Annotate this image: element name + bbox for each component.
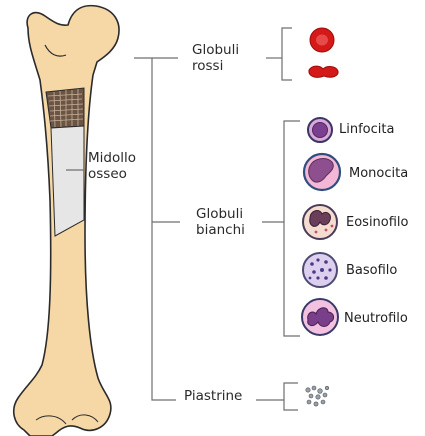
white-bracket bbox=[284, 121, 300, 336]
neutrophil-cell bbox=[302, 299, 338, 335]
femur-bone bbox=[14, 6, 119, 436]
white-cells-label: Globuli bianchi bbox=[196, 206, 245, 238]
red-cell-side-view bbox=[309, 66, 338, 77]
red-cells-label: Globuli rossi bbox=[192, 42, 239, 74]
main-bracket bbox=[134, 58, 176, 400]
platelets-cluster bbox=[306, 386, 329, 406]
marrow-cavity bbox=[51, 126, 84, 236]
lymphocyte-label: Linfocita bbox=[339, 122, 394, 138]
red-blood-cells bbox=[309, 28, 338, 77]
monocyte-label: Monocita bbox=[349, 166, 408, 182]
marrow-label-line2: osseo bbox=[88, 166, 136, 182]
red-cells-label-line1: Globuli bbox=[192, 42, 239, 58]
platelets-label: Piastrine bbox=[184, 388, 242, 404]
neutrophil-label: Neutrofilo bbox=[344, 311, 408, 327]
basophil-cell bbox=[303, 253, 337, 287]
basophil-label: Basofilo bbox=[346, 263, 397, 279]
eosinophil-cell bbox=[303, 205, 337, 239]
eosinophil-label: Eosinofilo bbox=[346, 215, 409, 231]
monocyte-cell bbox=[304, 154, 340, 190]
red-cell-center bbox=[316, 35, 328, 46]
lymphocyte-cell bbox=[308, 118, 332, 142]
white-cells-label-line2: bianchi bbox=[196, 222, 245, 238]
marrow-label: Midollo osseo bbox=[88, 150, 136, 182]
marrow-label-line1: Midollo bbox=[88, 150, 136, 166]
connector-lines bbox=[66, 28, 300, 410]
platelet-bracket bbox=[284, 383, 298, 410]
white-cells-label-line1: Globuli bbox=[196, 206, 245, 222]
red-cells-label-line2: rossi bbox=[192, 58, 239, 74]
red-bracket bbox=[282, 28, 292, 80]
